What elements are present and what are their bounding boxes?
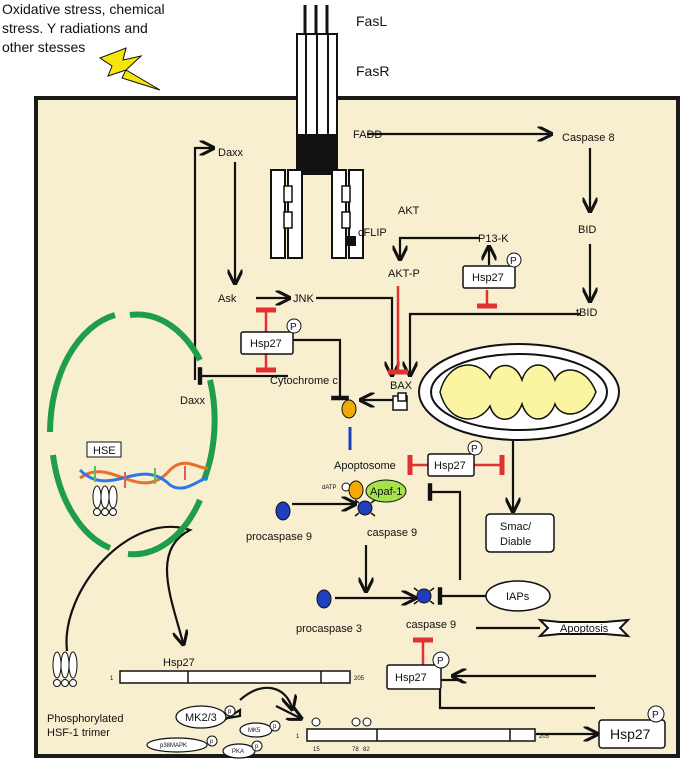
hse-box	[86, 441, 122, 458]
pka-label: PKA	[232, 749, 244, 755]
daxx-top-label: Daxx	[218, 147, 244, 159]
phospho-sites	[311, 717, 372, 727]
kinase-pka: PKA p	[222, 740, 263, 759]
hsp27-gene-label: Hsp27	[163, 657, 195, 669]
cytochrome-label: Cytochrome c	[270, 375, 338, 387]
caspase9b-icon	[413, 587, 435, 605]
site-82: 82	[363, 747, 370, 753]
hsf1-label-2: HSF-1 trimer	[47, 727, 110, 739]
apoptosome-label: Apoptosome	[334, 460, 396, 472]
tbid-label: tBID	[576, 307, 597, 319]
procaspase9-icon	[275, 501, 291, 521]
hsf1-trimer-cytoplasm	[52, 651, 78, 687]
phospho-label: P	[510, 256, 517, 267]
apaf1-label: Apaf-1	[370, 486, 402, 498]
stress-line-2: stress. Y radiations and	[2, 20, 148, 36]
protein-bar-start: 1	[296, 734, 300, 740]
stress-label: Oxidative stress, chemical stress. Y rad…	[2, 1, 165, 55]
phospho-label: P	[437, 656, 444, 667]
phospho-small-label: p	[210, 739, 214, 745]
akt-label: AKT	[398, 205, 420, 217]
hsf1-label-1: Phosphorylated	[47, 713, 123, 725]
fasr-label: FasR	[356, 63, 389, 79]
caspase8-label: Caspase 8	[562, 132, 615, 144]
cytochrome-icon	[348, 480, 364, 500]
black-inhibitors	[197, 338, 488, 605]
apoptosis-label: Apoptosis	[560, 623, 609, 635]
p13k-label: P13-K	[478, 233, 509, 245]
bax-label: BAX	[390, 380, 413, 392]
iaps-label: IAPs	[506, 591, 530, 603]
phospho-small-label: p	[255, 744, 259, 750]
ask-label: Ask	[218, 293, 237, 305]
caspase9b-label: caspase 9	[406, 619, 456, 631]
phospho-small-label: p	[228, 709, 232, 715]
apaf1-icon	[365, 479, 407, 503]
inhibition-bars	[256, 286, 505, 665]
procaspase9-label: procaspase 9	[246, 531, 312, 543]
gene-bar-start: 1	[110, 676, 114, 682]
jnk-label: JNK	[293, 293, 314, 305]
phospho-label: P	[290, 322, 297, 333]
procaspase3-label: procaspase 3	[296, 623, 362, 635]
mk5-label: MK5	[248, 728, 261, 734]
hsp27-box-pi3k: Hsp27 P	[462, 252, 522, 289]
hse-label: HSE	[93, 445, 116, 457]
phospho-label: P	[652, 710, 659, 721]
kinase-mk23: MK2/3 p	[175, 705, 236, 729]
smac-label-2: Diable	[500, 536, 531, 548]
mk23-label: MK2/3	[185, 712, 217, 724]
datp-label: dATP	[322, 485, 337, 491]
kinase-p38: p38MAPK p	[146, 735, 218, 753]
activation-arrows	[65, 134, 596, 734]
daxx-mid-label: Daxx	[180, 395, 206, 407]
hsp27-label: Hsp27	[610, 726, 651, 742]
hsp27-label: Hsp27	[250, 338, 282, 350]
hsp27-box-ask: Hsp27 P	[240, 318, 302, 355]
hsp27-box-apoptosome: Hsp27 P	[427, 440, 483, 477]
lightning-icon	[98, 47, 161, 91]
protein-bar-end: 205	[539, 734, 550, 740]
kinase-mk5: MK5 p	[239, 720, 281, 738]
stress-line-3: other stesses	[2, 39, 85, 55]
stress-line-1: Oxidative stress, chemical	[2, 1, 165, 17]
p38-label: p38MAPK	[160, 743, 187, 749]
caspase9-icon	[354, 499, 376, 517]
hsf1-trimer-nucleus	[92, 485, 118, 516]
dna-helix-icon	[78, 461, 209, 490]
site-15: 15	[313, 747, 320, 753]
hsp27-label: Hsp27	[472, 272, 504, 284]
smac-box	[485, 513, 555, 553]
site-78: 78	[352, 747, 359, 753]
hsp27-box-bottom: Hsp27 P	[598, 705, 666, 749]
procaspase3-icon	[316, 589, 332, 609]
cflip-label: cFLIP	[358, 227, 387, 239]
mitochondrion	[392, 343, 620, 441]
hsp27-box-caspase9: Hsp27 P	[386, 651, 450, 690]
smac-label-1: Smac/	[500, 521, 532, 533]
gene-bar-end: 205	[354, 676, 365, 682]
hsp27-protein-bar	[306, 728, 536, 742]
cytochrome-c-icon	[341, 399, 357, 419]
fasl-label: FasL	[356, 13, 387, 29]
hsp27-gene-bar	[119, 670, 351, 684]
phospho-small-label: p	[273, 724, 277, 730]
caspase9-label: caspase 9	[367, 527, 417, 539]
bid-label: BID	[578, 224, 596, 236]
apoptosis-shape	[537, 618, 631, 638]
nucleus	[47, 311, 218, 558]
fas-receptor-complex	[270, 0, 364, 259]
hsp27-label: Hsp27	[434, 460, 466, 472]
aktp-label: AKT-P	[388, 268, 420, 280]
phospho-label: P	[471, 444, 478, 455]
hsp27-label: Hsp27	[395, 672, 427, 684]
iaps-ellipse	[485, 580, 551, 612]
